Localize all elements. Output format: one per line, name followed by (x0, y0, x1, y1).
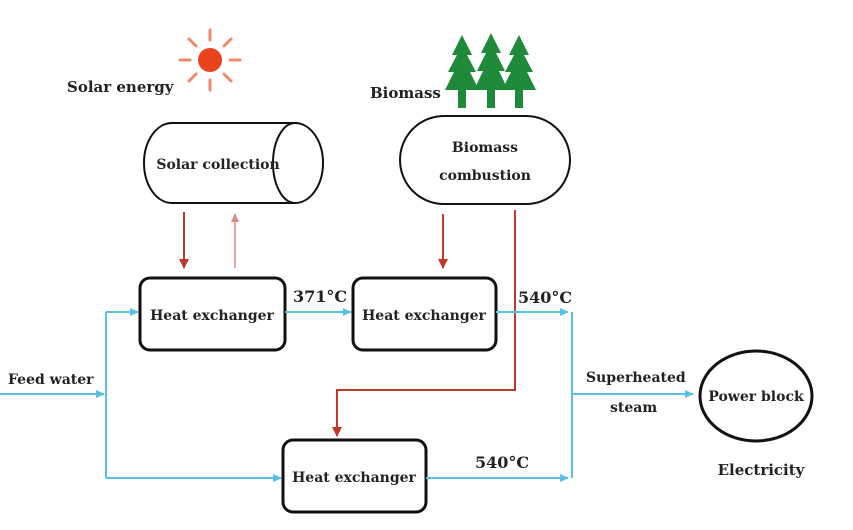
temp-540-bottom-label: 540°C (475, 453, 529, 472)
sun-icon (178, 28, 242, 92)
heat-exchanger-2: Heat exchanger (351, 276, 498, 352)
biomass-label: Biomass (370, 84, 441, 102)
heat-exchanger-3: Heat exchanger (281, 438, 428, 514)
biomass-combustion-label-line2: combustion (439, 168, 531, 184)
solar-energy-label: Solar energy (67, 78, 175, 96)
power-block-label: Power block (708, 389, 804, 405)
biomass-combustion-unit: Biomass combustion (399, 115, 571, 205)
solar-collection-label: Solar collection (156, 157, 279, 173)
power-block-unit: Power block (698, 349, 814, 443)
temp-371-label: 371°C (293, 287, 347, 306)
water-lines (0, 308, 694, 482)
biomass-to-hx3-line (332, 210, 516, 437)
heat-exchanger-3-label: Heat exchanger (292, 470, 416, 486)
heat-exchanger-2-label: Heat exchanger (362, 308, 486, 324)
superheated-steam-label-line1: Superheated (586, 370, 686, 386)
solar-collection-unit: Solar collection (143, 122, 324, 204)
biomass-combustion-label-line1: Biomass (452, 140, 518, 156)
feed-water-label: Feed water (8, 372, 94, 388)
electricity-label: Electricity (718, 461, 806, 479)
superheated-steam-label-line2: steam (610, 400, 657, 416)
heat-exchanger-1-label: Heat exchanger (150, 308, 274, 324)
pine-tree-icon (445, 33, 536, 108)
temp-540-top-label: 540°C (518, 288, 572, 307)
heat-exchanger-1: Heat exchanger (138, 276, 287, 352)
